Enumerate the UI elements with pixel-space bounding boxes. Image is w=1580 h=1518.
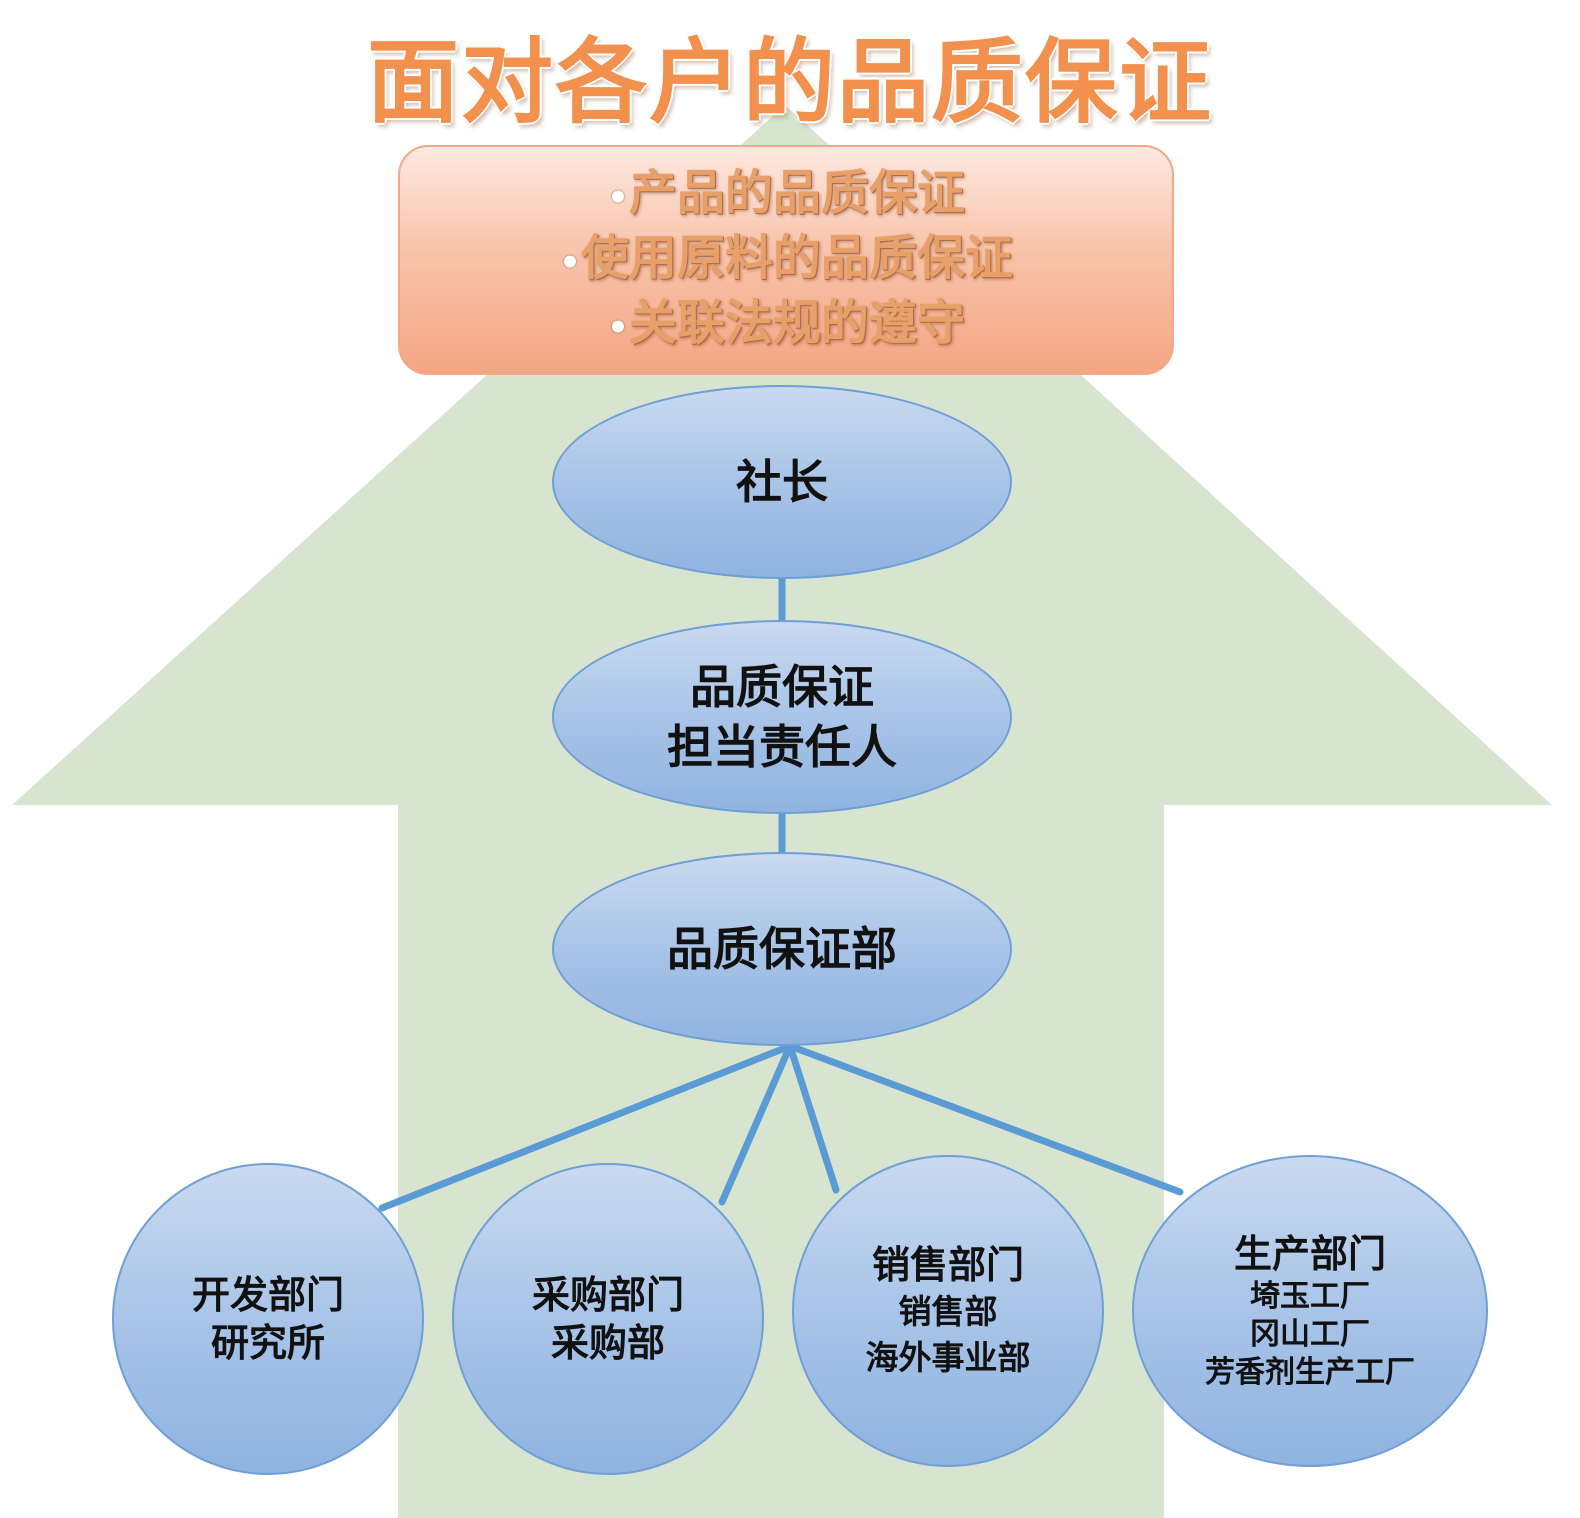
node-qa-manager: 品质保证 担当责任人 xyxy=(552,620,1012,814)
node-label: 开发部门 xyxy=(191,1273,344,1317)
node-label: 销售部门 xyxy=(871,1243,1024,1287)
node-label: 冈山工厂 xyxy=(1250,1317,1370,1352)
connectors xyxy=(378,575,1184,1212)
node-sales-department: 销售部门 销售部 海外事业部 xyxy=(792,1155,1104,1467)
bullet-icon: • xyxy=(559,242,581,283)
goal-text: 使用原料的品质保证 xyxy=(580,229,1013,286)
goal-item: •关联法规的遵守 xyxy=(607,293,965,358)
node-label: 芳香剂生产工厂 xyxy=(1205,1355,1415,1390)
goal-text: 关联法规的遵守 xyxy=(628,294,965,351)
node-label: 采购部 xyxy=(550,1321,665,1365)
node-qa-dept: 品质保证部 xyxy=(552,852,1012,1046)
node-label: 担当责任人 xyxy=(667,720,897,774)
node-label: 销售部 xyxy=(898,1292,998,1331)
bullet-icon: • xyxy=(607,177,629,218)
node-label: 品质保证 xyxy=(690,660,874,714)
connector-qa-dept-dev xyxy=(378,1042,794,1212)
node-label: 埼玉工厂 xyxy=(1250,1279,1370,1314)
node-production-department: 生产部门 埼玉工厂 冈山工厂 芳香剂生产工厂 xyxy=(1132,1155,1488,1467)
connector-qa-dept-production xyxy=(786,1042,1184,1196)
node-label: 生产部门 xyxy=(1233,1232,1386,1276)
node-president: 社长 xyxy=(552,385,1012,579)
node-label: 采购部门 xyxy=(531,1273,684,1317)
connector-qa-dept-purchase xyxy=(718,1042,794,1206)
goal-item: •产品的品质保证 xyxy=(607,163,965,228)
node-label: 社长 xyxy=(736,455,828,509)
goal-text: 产品的品质保证 xyxy=(628,164,965,221)
node-label: 研究所 xyxy=(210,1321,325,1365)
node-label: 海外事业部 xyxy=(865,1338,1031,1377)
connector-qa-dept-sales xyxy=(786,1042,840,1194)
node-label: 品质保证部 xyxy=(667,922,897,976)
goal-item: •使用原料的品质保证 xyxy=(559,228,1013,293)
bullet-icon: • xyxy=(607,307,629,348)
node-dev-department: 开发部门 研究所 xyxy=(112,1163,424,1475)
node-purchase-department: 采购部门 采购部 xyxy=(452,1163,764,1475)
quality-goals-box: •产品的品质保证 •使用原料的品质保证 •关联法规的遵守 xyxy=(398,145,1174,375)
diagram-title: 面对各户的品质保证 xyxy=(366,29,1213,136)
